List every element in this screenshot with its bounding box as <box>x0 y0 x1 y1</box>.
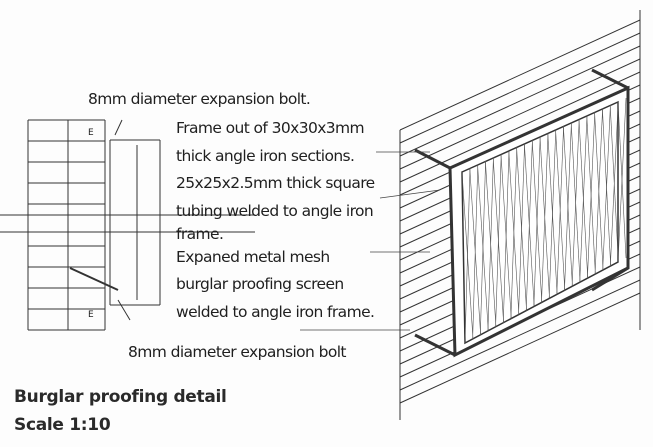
label-line: 25x25x2.5mm thick square <box>176 174 375 192</box>
expanded-metal-mesh <box>461 97 627 344</box>
label-line: Frame out of 30x30x3mm <box>176 119 365 137</box>
mesh-strand <box>518 143 525 315</box>
mesh-strand <box>533 136 541 307</box>
bolt-bottom-label: 8mm diameter expansion bolt <box>128 343 347 361</box>
bottom-bracket <box>591 266 629 292</box>
mesh-strand <box>617 97 627 263</box>
brick-course <box>399 279 641 391</box>
bolt-leader <box>117 299 131 321</box>
bolt-mark: E <box>88 128 94 138</box>
sill-bracket <box>69 267 119 291</box>
mesh-strand <box>525 139 533 311</box>
mesh-strand <box>610 101 619 267</box>
angle-iron-frame <box>448 85 630 358</box>
isometric-view <box>399 10 641 420</box>
top-bracket <box>591 68 629 90</box>
drawing-scale: Scale 1:10 <box>14 415 111 435</box>
mesh-strand <box>602 104 611 271</box>
mesh-strand <box>556 125 564 295</box>
mesh-strand <box>487 157 494 331</box>
brick-course <box>399 292 641 404</box>
brick-wall-section <box>27 119 106 331</box>
drawing-title: Burglar proofing detail <box>14 387 227 407</box>
mesh-strand <box>579 115 588 283</box>
mesh-strand <box>510 146 518 319</box>
mesh-strand <box>495 153 502 327</box>
mesh-strand <box>564 122 572 291</box>
mesh-strand <box>587 111 596 279</box>
leader-lines <box>300 151 441 331</box>
mesh-strand <box>571 118 580 287</box>
brick-course <box>399 19 641 131</box>
bolt-top-label: 8mm diameter expansion bolt. <box>88 90 311 108</box>
mesh-strand <box>594 108 603 275</box>
brick-course <box>399 32 641 144</box>
frame-description: Frame out of 30x30x3mm thick angle iron … <box>176 118 375 322</box>
mesh-strand <box>548 129 557 299</box>
label-line: tubing welded to angle iron <box>176 201 374 220</box>
mesh-strand <box>464 167 471 344</box>
bolt-leader <box>114 119 123 136</box>
brick-course <box>399 58 641 170</box>
mesh-strand <box>541 132 549 303</box>
top-bracket <box>414 148 451 170</box>
brick-course <box>399 45 641 157</box>
label-line: welded to angle iron frame. <box>176 302 375 321</box>
mesh-strand <box>472 164 479 339</box>
bottom-bracket <box>414 333 456 357</box>
bolt-mark: E <box>88 310 94 320</box>
section-view <box>0 119 255 331</box>
label-line: burglar proofing screen <box>176 275 344 293</box>
label-line: Expaned metal mesh <box>176 247 330 266</box>
mesh-strand <box>502 150 510 323</box>
mesh-strand <box>480 160 486 335</box>
label-line: thick angle iron sections. <box>176 146 355 165</box>
label-line: frame. <box>176 225 224 243</box>
